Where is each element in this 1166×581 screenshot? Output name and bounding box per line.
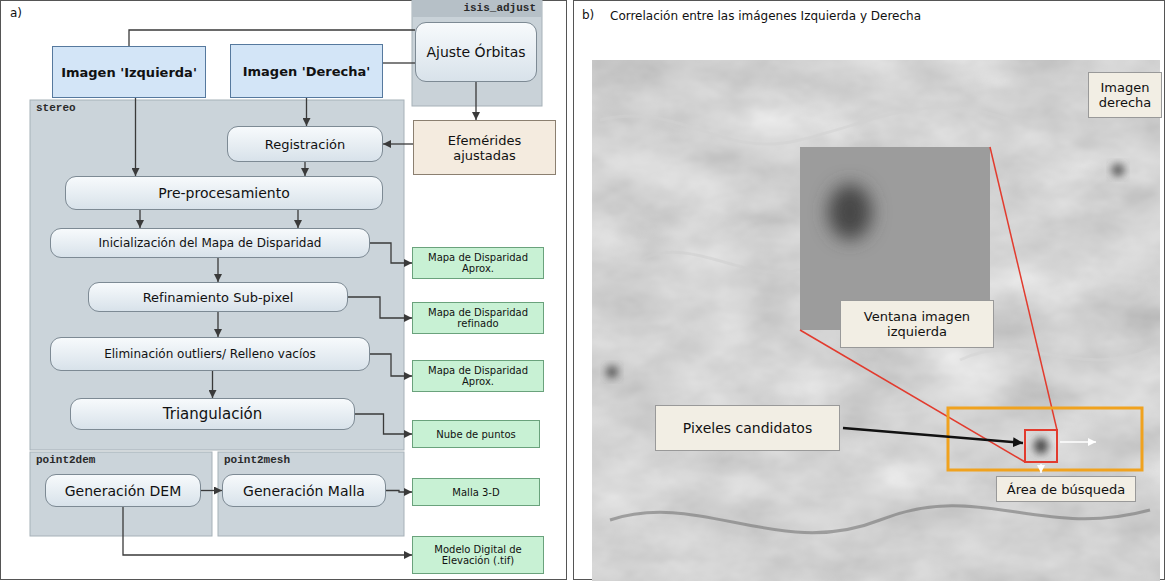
group-label: stereo	[30, 100, 404, 116]
callout-box: Pixeles candidatos	[655, 405, 840, 451]
crater	[1112, 164, 1124, 176]
output-box: Mapa de Disparidad Aprox.	[412, 360, 544, 392]
panel-title: Correlación entre las imágenes Izquierda…	[610, 9, 921, 23]
node-label: Ventana imagen izquierda	[846, 309, 988, 339]
terrain-ridges	[600, 107, 1150, 532]
node-label: Registración	[265, 137, 345, 152]
node-label: Generación Malla	[243, 483, 365, 499]
connector	[348, 297, 412, 318]
pointer-arrow	[843, 428, 1023, 443]
output-box: Modelo Digital de Elevación (.tif)	[412, 536, 544, 574]
process-box: Generación Malla	[222, 474, 386, 507]
process-box: Triangulación	[70, 398, 355, 430]
node-label: Imagen derecha	[1094, 80, 1156, 110]
node-label: Efemérides ajustadas	[420, 133, 549, 163]
data-box: Efemérides ajustadas	[413, 120, 556, 175]
node-label: Generación DEM	[65, 483, 181, 499]
connector	[217, 312, 218, 337]
output-box: Nube de puntos	[412, 420, 540, 448]
node-label: Imagen 'Derecha'	[243, 64, 371, 79]
connector	[475, 82, 476, 120]
node-label: Pixeles candidatos	[683, 420, 812, 436]
connector	[306, 98, 307, 126]
connector	[135, 98, 136, 176]
connector	[123, 507, 412, 555]
crater	[828, 184, 872, 240]
connector	[355, 414, 412, 434]
group-band: isis_adjustAjuste Órbitas	[412, 0, 542, 106]
node-label: Ajuste Órbitas	[426, 44, 525, 60]
connector	[370, 354, 412, 376]
window-marker	[1025, 430, 1057, 462]
input-box: Imagen 'Derecha'	[230, 44, 383, 98]
node-label: Eliminación outliers/ Relleno vacíos	[104, 347, 316, 361]
crater	[606, 366, 618, 378]
group-band: point2meshGeneración Malla	[218, 452, 404, 536]
input-box: Imagen 'Izquierda'	[52, 46, 206, 98]
panel-letter: b)	[582, 8, 594, 22]
group-band: point2demGeneración DEM	[30, 452, 212, 536]
group-label: point2dem	[30, 452, 212, 468]
node-label: Modelo Digital de Elevación (.tif)	[417, 544, 539, 566]
ridge	[960, 350, 1150, 360]
node-label: Área de búsqueda	[1007, 482, 1125, 497]
callout-box: Ventana imagen izquierda	[840, 300, 994, 348]
band-header	[412, 0, 542, 17]
node-label: Malla 3-D	[452, 487, 499, 498]
output-box: Mapa de Disparidad refinado	[412, 302, 544, 334]
group-band	[218, 452, 404, 536]
ridge	[610, 506, 1150, 533]
node-label: Inicialización del Mapa de Disparidad	[99, 236, 322, 250]
group-band	[30, 100, 404, 450]
terrain-image	[592, 60, 1160, 581]
connector	[201, 490, 222, 491]
panel-letter: a)	[10, 6, 22, 20]
process-box: Refinamiento Sub-pixel	[88, 282, 348, 312]
group-band	[30, 452, 212, 536]
node-label: Triangulación	[163, 405, 262, 423]
node-label: Pre-procesamiento	[158, 185, 289, 201]
connector	[386, 491, 412, 493]
leader-line	[990, 147, 1057, 430]
process-box: Registración	[227, 126, 383, 162]
connector	[383, 143, 413, 144]
process-box: Pre-procesamiento	[65, 176, 383, 210]
node-label: Nube de puntos	[436, 429, 515, 440]
ridge	[640, 252, 820, 272]
process-box: Generación DEM	[45, 474, 201, 507]
connector	[304, 162, 305, 176]
search-arrow	[1060, 441, 1096, 443]
crater	[1034, 438, 1048, 454]
connector	[370, 243, 412, 263]
process-box: Inicialización del Mapa de Disparidad	[50, 228, 370, 258]
group-label: point2mesh	[218, 452, 404, 468]
ridge	[600, 107, 1010, 144]
connector	[139, 210, 140, 228]
process-box: Ajuste Órbitas	[415, 22, 537, 82]
connector	[217, 258, 218, 282]
output-box: Mapa de Disparidad Aprox.	[412, 247, 544, 279]
node-label: Imagen 'Izquierda'	[61, 65, 197, 80]
node-label: Mapa de Disparidad Aprox.	[417, 252, 539, 274]
search-arrow	[1040, 464, 1042, 473]
panel-frame	[1, 1, 567, 580]
callout-box: Área de búsqueda	[996, 476, 1136, 502]
group-band: stereoRegistraciónPre-procesamientoInici…	[30, 100, 404, 450]
process-box: Eliminación outliers/ Relleno vacíos	[50, 337, 370, 371]
connector	[297, 210, 298, 228]
connector	[212, 371, 213, 398]
group-label: isis_adjust	[412, 0, 542, 16]
node-label: Refinamiento Sub-pixel	[143, 290, 294, 305]
output-box: Malla 3-D	[412, 478, 540, 506]
node-label: Mapa de Disparidad refinado	[417, 307, 539, 329]
connector	[383, 62, 415, 63]
callout-box: Imagen derecha	[1088, 72, 1162, 118]
node-label: Mapa de Disparidad Aprox.	[417, 365, 539, 387]
group-band	[412, 0, 542, 106]
